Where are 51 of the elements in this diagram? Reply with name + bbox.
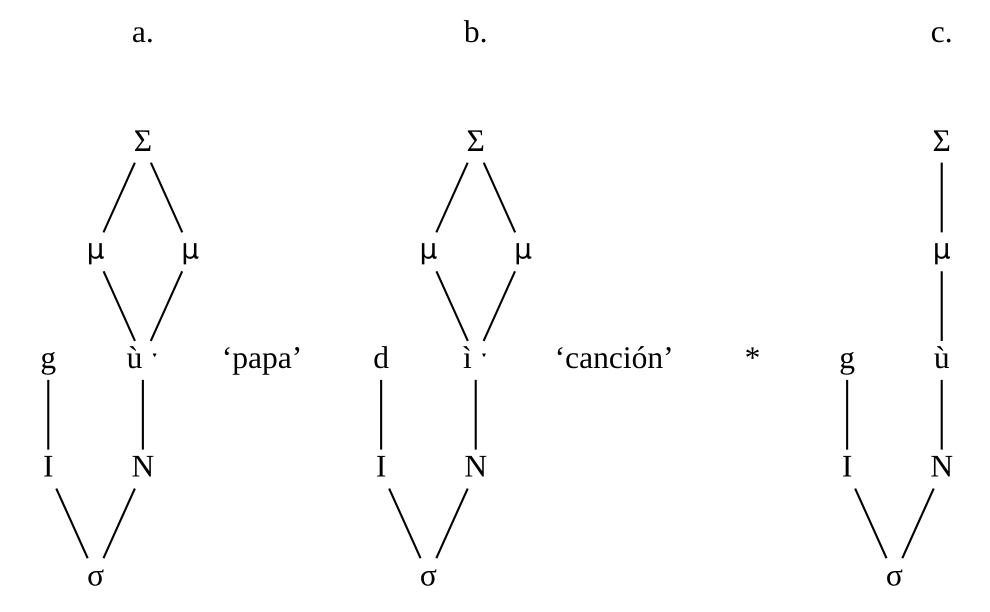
node-text: Σ: [134, 122, 152, 158]
node-text: σ: [886, 557, 903, 592]
connector: [482, 162, 516, 233]
node-text: μ: [932, 232, 951, 266]
node-text: I: [376, 448, 386, 484]
connector: [482, 270, 516, 342]
label: ‘canción’: [554, 340, 674, 376]
connector: [150, 270, 184, 342]
node-text: ù ˑ: [126, 340, 160, 376]
node-text: g: [839, 340, 856, 376]
label: a.: [132, 14, 154, 50]
connector: [388, 488, 422, 559]
node-text: I: [842, 448, 852, 484]
connector: [102, 270, 136, 342]
connector: [436, 270, 469, 342]
connector: [940, 271, 943, 341]
connector: [940, 162, 943, 232]
node-text: N: [930, 448, 954, 484]
node-text: ì ˑ: [463, 340, 488, 376]
connector: [846, 380, 848, 450]
node-text: μ: [420, 232, 438, 266]
node-text: μ: [181, 232, 200, 266]
node-text: σ: [87, 557, 104, 592]
connector: [102, 488, 136, 559]
connector: [102, 162, 136, 233]
connector: [55, 488, 89, 559]
node-text: N: [131, 448, 154, 484]
connector: [435, 162, 469, 233]
node-text: Σ: [466, 122, 485, 158]
node-text: Σ: [932, 122, 951, 158]
label: *: [744, 340, 760, 376]
label: ‘papa’: [222, 340, 302, 376]
node-text: σ: [420, 557, 437, 592]
node-text: μ: [514, 232, 532, 266]
connector: [435, 488, 469, 559]
connector: [854, 488, 888, 559]
connector: [47, 380, 50, 450]
connector: [940, 380, 943, 450]
connector: [380, 380, 382, 450]
node-text: g: [40, 340, 56, 376]
label: b.: [464, 14, 488, 50]
node-text: I: [43, 448, 54, 484]
node-text: d: [373, 340, 390, 376]
label: c.: [930, 14, 953, 50]
node-text: ù: [934, 340, 950, 376]
connector: [142, 380, 144, 450]
connector: [150, 162, 184, 233]
connector: [901, 488, 935, 559]
node-text: N: [464, 448, 488, 484]
connector: [474, 380, 477, 450]
node-text: μ: [86, 232, 104, 266]
